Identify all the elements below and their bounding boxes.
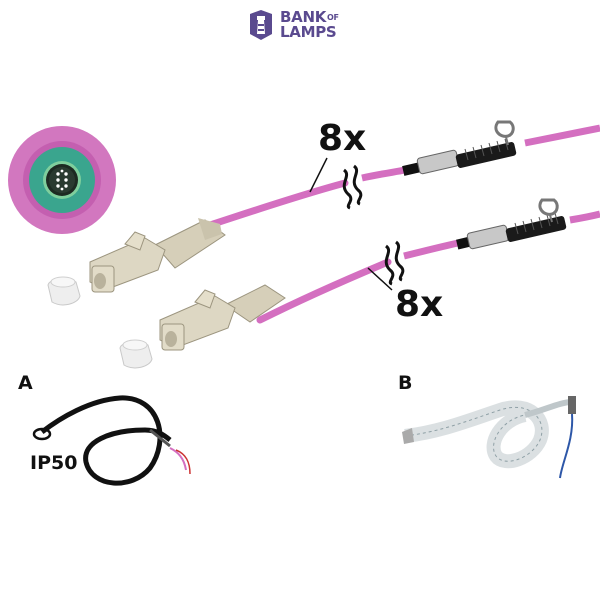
dust-cap-top bbox=[47, 276, 81, 306]
logo-line-2: LAMPS bbox=[280, 23, 337, 41]
panel-label-a: A bbox=[18, 372, 33, 394]
lighthouse-icon bbox=[250, 10, 272, 40]
ip-rating-label: IP50 bbox=[30, 452, 78, 474]
multiplier-label-bottom: 8x bbox=[395, 284, 444, 325]
logo-line-1: BANK bbox=[280, 8, 327, 26]
panel-label-b: B bbox=[398, 372, 413, 394]
lc-connector-top bbox=[89, 218, 226, 293]
cable-cross-section bbox=[8, 126, 116, 234]
brand-logo: BANKOF LAMPS bbox=[248, 8, 352, 42]
multiplier-label-top: 8x bbox=[318, 118, 367, 159]
pulling-grip-ip50 bbox=[32, 395, 191, 486]
mesh-pulling-sock bbox=[402, 396, 576, 479]
dust-cap-bottom bbox=[119, 339, 153, 369]
logo-of: OF bbox=[327, 13, 339, 22]
fiber-cable-top bbox=[206, 120, 600, 229]
fiber-cable-bottom bbox=[256, 198, 600, 324]
lc-connector-bottom bbox=[159, 284, 286, 351]
